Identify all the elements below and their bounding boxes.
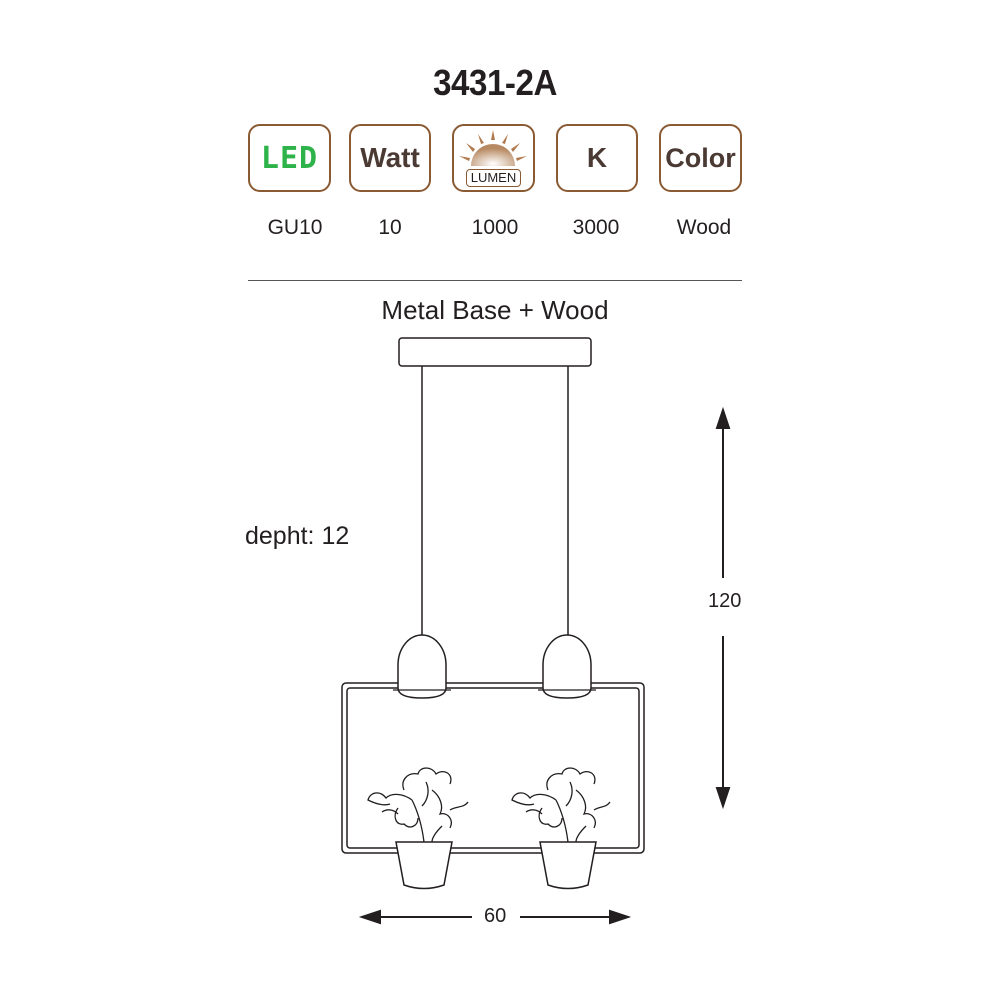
color-label: Color [665,142,736,173]
pot-left [395,841,453,890]
plant-left [367,767,469,843]
material-label: Metal Base + Wood [381,295,609,325]
width-label: 60 [484,905,507,927]
kelvin-label: K [586,142,608,173]
pot-right [539,841,597,890]
sun-icon [459,130,527,166]
led-label: LED [260,140,319,176]
lamp-head-right [542,634,592,699]
height-dimension [715,406,731,810]
kelvin-icon: K [556,124,638,192]
watt-label: Watt [360,142,420,173]
height-label: 120 [708,590,742,612]
ceiling-canopy [398,337,592,367]
divider [248,280,742,281]
frame-outer [341,682,645,854]
width-dimension [358,909,632,925]
spec-watt: 10 [378,216,402,239]
product-code: 3431-2A [433,62,557,103]
color-icon: Color [659,124,742,192]
watt-icon: Watt [349,124,431,192]
frame-inner [346,687,640,849]
spec-socket: GU10 [267,216,323,239]
lumen-icon: LUMEN [452,124,535,192]
led-icon: LED [248,124,331,192]
plant-right [511,767,611,843]
spec-kelvin: 3000 [572,216,620,239]
spec-lumen: 1000 [471,216,519,239]
lumen-label: LUMEN [465,169,522,187]
spec-color: Wood [676,216,732,239]
lamp-head-left [397,634,447,699]
depth-label: depht: 12 [245,522,350,550]
